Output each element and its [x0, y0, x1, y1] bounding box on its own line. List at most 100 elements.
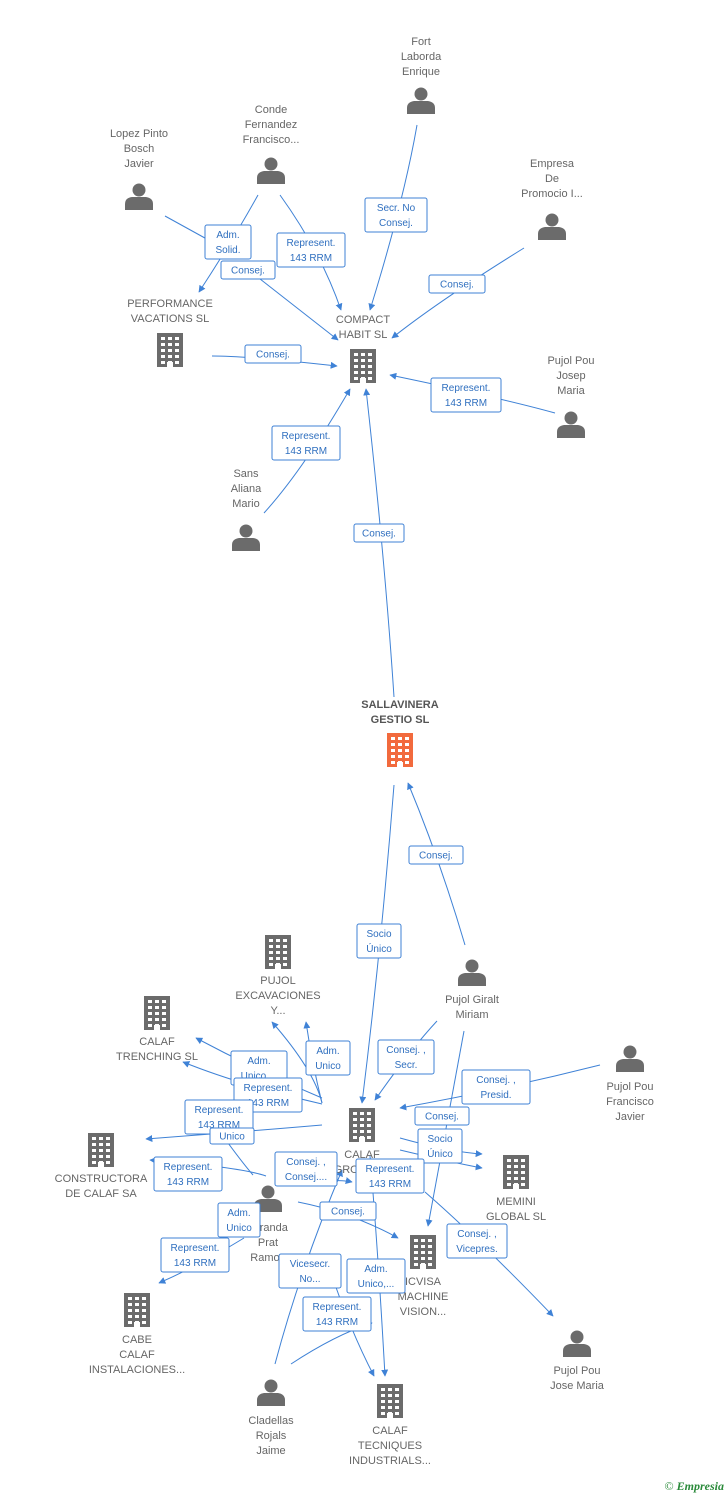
node-label: Mario — [232, 498, 260, 510]
copyright-icon: © — [664, 1479, 674, 1493]
relation-text: Adm. — [247, 1056, 270, 1067]
node-label: INSTALACIONES... — [89, 1364, 185, 1376]
node-label: Lopez Pinto — [110, 128, 168, 140]
node-label: Miriam — [456, 1009, 489, 1021]
node-label: CALAF — [344, 1149, 380, 1161]
node-label: Enrique — [402, 66, 440, 78]
relation-label[interactable]: Represent.143 RRM — [160, 1237, 230, 1273]
relation-text: Adm. — [216, 230, 239, 241]
relation-label[interactable]: Consej. ,Vicepres. — [446, 1223, 508, 1259]
node-tecniques[interactable]: CALAFTECNIQUESINDUSTRIALS... — [349, 1384, 431, 1467]
node-label: INDUSTRIALS... — [349, 1455, 431, 1467]
relation-label[interactable]: Represent.143 RRM — [153, 1156, 223, 1192]
node-label: ICVISA — [405, 1276, 442, 1288]
relation-text: Represent. — [287, 238, 336, 249]
node-label: Prat — [258, 1237, 278, 1249]
relation-text: Consej. — [379, 218, 413, 229]
node-conde[interactable]: CondeFernandezFrancisco... — [243, 104, 300, 184]
relation-text: 143 RRM — [445, 398, 487, 409]
relation-label[interactable]: Consej. — [220, 260, 276, 280]
relation-label[interactable]: Represent. 143 RRM — [276, 232, 346, 268]
node-label: VACATIONS SL — [131, 313, 209, 325]
relation-label[interactable]: Consej. — [428, 274, 486, 294]
brand-logo[interactable]: Empresia — [676, 1479, 724, 1493]
relation-text: Consej. — [440, 280, 474, 291]
relation-label[interactable]: Adm.Unico — [217, 1202, 261, 1238]
relation-label[interactable]: Consej. — [353, 523, 405, 543]
relation-label[interactable]: Consej. ,Presid. — [461, 1069, 531, 1105]
relation-text: Adm. — [364, 1264, 387, 1275]
relation-label[interactable]: Consej. — [244, 344, 302, 364]
relation-label[interactable]: Represent.143 RRM — [430, 377, 502, 413]
relation-label[interactable]: Consej. — [414, 1106, 470, 1126]
relation-label[interactable]: Consej. ,Consej.... — [274, 1151, 338, 1187]
relation-label[interactable]: Secr. No Consej. — [364, 197, 428, 233]
relation-label[interactable]: Represent.143 RRM — [184, 1099, 254, 1135]
relation-text: Secr. — [395, 1060, 418, 1071]
relation-text: Unico — [226, 1223, 252, 1234]
relation-label[interactable]: Consej. ,Secr. — [377, 1039, 435, 1075]
node-pujolexc[interactable]: PUJOLEXCAVACIONESY... — [235, 935, 321, 1017]
node-label: CONSTRUCTORA — [55, 1173, 148, 1185]
building-icon — [410, 1235, 436, 1269]
relation-text: Represent. — [195, 1105, 244, 1116]
person-icon — [563, 1330, 591, 1357]
node-label: Bosch — [124, 143, 155, 155]
node-cabe[interactable]: CABECALAFINSTALACIONES... — [89, 1293, 185, 1376]
relation-text: Consej. — [362, 529, 396, 540]
node-label: Francisco... — [243, 134, 300, 146]
node-label: SALLAVINERA — [361, 699, 438, 711]
relation-text: Secr. No — [377, 203, 416, 214]
node-icvisa[interactable]: ICVISA MACHINE VISION... — [398, 1235, 449, 1318]
person-icon — [257, 1379, 285, 1406]
relation-label[interactable]: Represent.143 RRM — [302, 1296, 372, 1332]
node-label: VISION... — [400, 1306, 446, 1318]
relation-text: 143 RRM — [290, 253, 332, 264]
node-label: PUJOL — [260, 975, 295, 987]
relation-label[interactable]: Unico — [209, 1127, 255, 1145]
node-label: CALAF — [119, 1349, 155, 1361]
relation-text: Presid. — [480, 1090, 511, 1101]
relation-label[interactable]: Adm.Solid. — [204, 224, 252, 260]
relation-text: Unico — [219, 1132, 245, 1143]
relation-label[interactable]: Represent.143 RRM — [355, 1158, 425, 1194]
relation-label[interactable]: Adm.Unico,... — [346, 1258, 406, 1294]
node-label: Conde — [255, 104, 287, 116]
node-label: MACHINE — [398, 1291, 449, 1303]
node-label: Promocio I... — [521, 188, 583, 200]
relation-label[interactable]: Consej. — [319, 1201, 377, 1221]
edge-line-9 — [363, 388, 395, 698]
node-label: De — [545, 173, 559, 185]
relation-label[interactable]: Adm.Unico — [305, 1040, 351, 1076]
relation-label[interactable]: Adm.Unico,... — [230, 1050, 288, 1086]
relation-text: Represent. — [164, 1162, 213, 1173]
relation-label[interactable]: Consej. — [408, 845, 464, 865]
relation-label[interactable]: Represent.143 RRM — [271, 425, 341, 461]
relation-label[interactable]: Vicesecr.No... — [278, 1253, 342, 1289]
building-icon — [157, 333, 183, 367]
relation-text: Consej. — [231, 266, 265, 277]
relation-text: Único — [427, 1147, 453, 1160]
relation-text: Único — [366, 942, 392, 955]
node-label: Javier — [615, 1111, 645, 1123]
node-label: Sans — [233, 468, 259, 480]
person-icon — [254, 1185, 282, 1212]
node-label: Rojals — [256, 1430, 287, 1442]
